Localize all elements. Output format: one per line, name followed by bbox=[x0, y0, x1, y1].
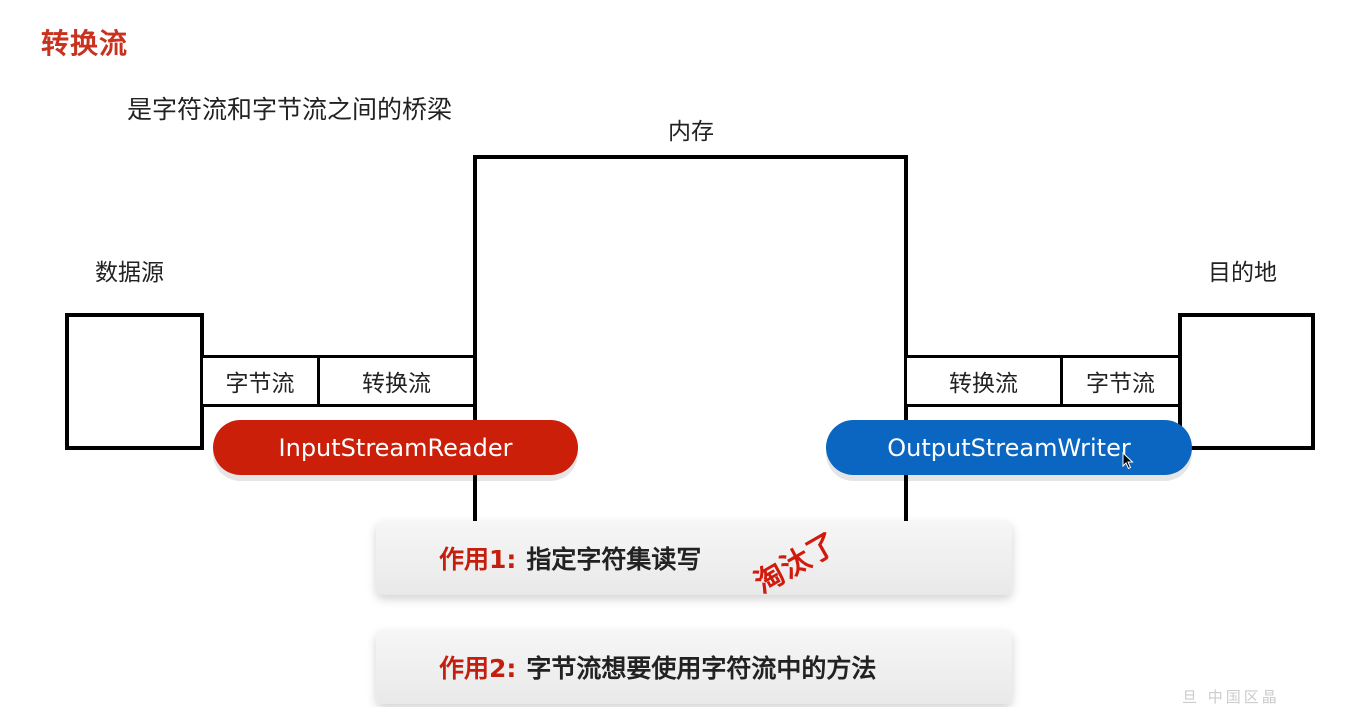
purpose-card-2: 作用2: 字节流想要使用字符流中的方法 bbox=[376, 630, 1012, 704]
purpose-2-text: 字节流想要使用字符流中的方法 bbox=[526, 654, 877, 683]
right-byte-stream-cell: 字节流 bbox=[1060, 355, 1181, 407]
input-stream-reader-pill: InputStreamReader bbox=[213, 420, 578, 475]
watermark: 旦 中国区晶 bbox=[1182, 688, 1280, 706]
output-stream-writer-pill: OutputStreamWriter bbox=[826, 420, 1192, 475]
page-subtitle: 是字符流和字节流之间的桥梁 bbox=[127, 95, 453, 124]
purpose-1-key: 作用1: bbox=[439, 545, 517, 574]
memory-label: 内存 bbox=[668, 119, 714, 145]
memory-top-border bbox=[473, 155, 908, 159]
memory-left-border bbox=[473, 155, 477, 525]
page-title: 转换流 bbox=[41, 27, 129, 60]
purpose-2-key: 作用2: bbox=[439, 654, 517, 683]
source-label: 数据源 bbox=[95, 260, 164, 286]
left-conversion-stream-cell: 转换流 bbox=[317, 355, 476, 407]
purpose-card-1: 作用1: 指定字符集读写 bbox=[376, 521, 1012, 595]
destination-box bbox=[1178, 313, 1315, 450]
purpose-1-text: 指定字符集读写 bbox=[526, 545, 702, 574]
mouse-cursor-icon bbox=[1122, 452, 1134, 470]
right-conversion-stream-cell: 转换流 bbox=[904, 355, 1063, 407]
left-byte-stream-cell: 字节流 bbox=[200, 355, 320, 407]
memory-right-border bbox=[904, 155, 908, 525]
source-box bbox=[65, 313, 204, 450]
destination-label: 目的地 bbox=[1208, 260, 1277, 286]
